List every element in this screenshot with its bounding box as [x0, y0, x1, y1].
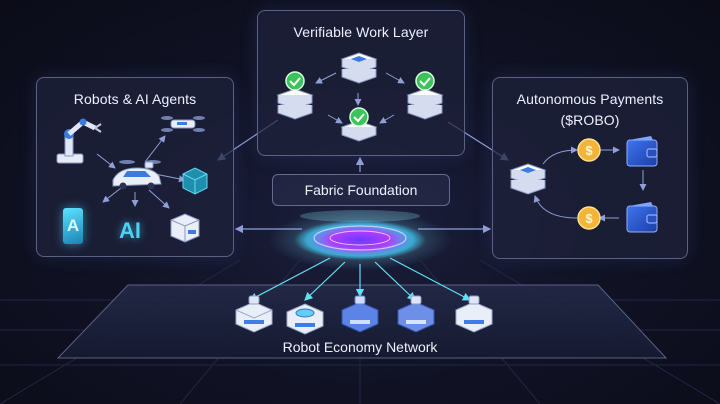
svg-text:$: $ [585, 211, 593, 226]
payments-panel-title: Autonomous Payments [516, 91, 664, 107]
portal-ring-icon [268, 210, 452, 270]
ai-block-icon: A [63, 208, 83, 244]
robots-panel-graphics [56, 116, 208, 243]
drone-icon [161, 116, 205, 132]
autonomous-car-icon [112, 161, 162, 190]
network-node-icon [341, 295, 379, 333]
autonomous-payments-panel: Autonomous Payments ($ROBO) $ $ [492, 77, 688, 259]
check-badge-icon [415, 71, 435, 91]
payments-panel-graphics: $ $ [509, 136, 658, 233]
payments-panel-subtitle: ($ROBO) [560, 112, 620, 128]
verify-panel-arrows [315, 72, 405, 124]
verify-panel-graphics [276, 52, 444, 142]
dollar-coin-icon: $ [577, 138, 601, 162]
robots-panel-arrows [96, 135, 186, 209]
drone-icon [119, 160, 161, 164]
server-stack-icon [276, 88, 314, 120]
network-node-icon [286, 303, 324, 335]
fabric-foundation-box: Fabric Foundation [272, 174, 450, 206]
server-stack-icon [509, 163, 547, 195]
dollar-coin-icon: $ [577, 206, 601, 230]
wallet-icon [626, 202, 658, 233]
robots-ai-agents-panel: Robots & AI Agents [36, 77, 234, 257]
server-stack-icon [340, 120, 378, 142]
robot-arm-icon [56, 118, 102, 164]
robots-panel-title: Robots & AI Agents [73, 91, 197, 107]
network-node-icon [455, 295, 493, 333]
verify-panel-title: Verifiable Work Layer [293, 24, 429, 40]
network-label: Robot Economy Network [282, 339, 438, 355]
wallet-icon [626, 136, 658, 167]
network-node-icon [397, 295, 435, 333]
server-stack-icon [340, 52, 378, 84]
check-badge-icon [285, 71, 305, 91]
ai-text: AI [119, 218, 141, 243]
network-node-icon [235, 295, 273, 333]
check-badge-icon [349, 107, 369, 127]
svg-text:$: $ [585, 143, 593, 158]
storage-block-icon [170, 213, 200, 243]
server-stack-icon [406, 88, 444, 120]
verifiable-work-layer-panel: Verifiable Work Layer [257, 10, 465, 156]
payments-panel-arrows [533, 146, 647, 222]
chip-cube-icon [182, 167, 208, 195]
